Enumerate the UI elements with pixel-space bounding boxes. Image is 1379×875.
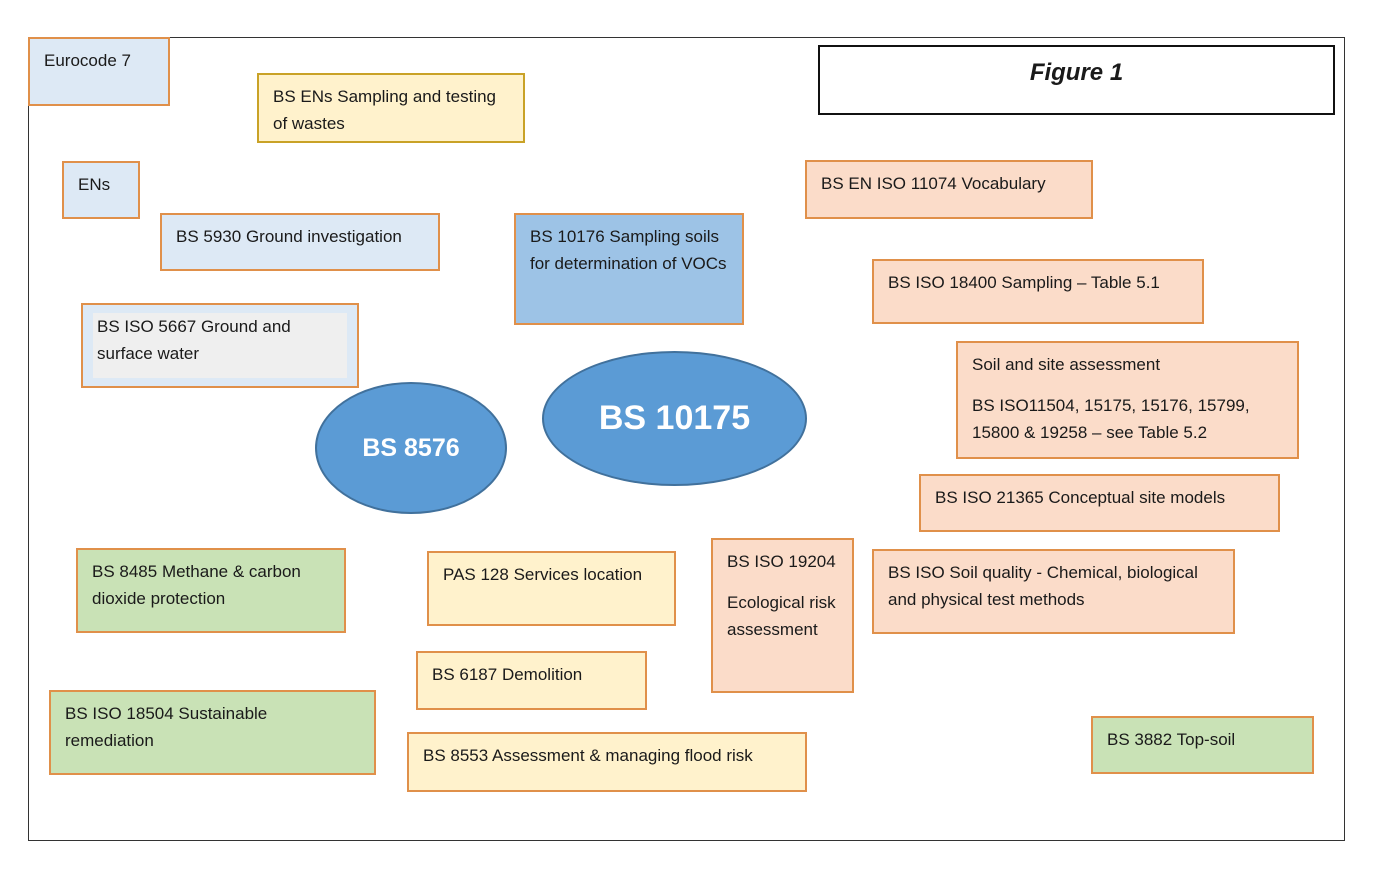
ellipse-bs-10175: BS 10175 (542, 351, 807, 486)
box-bs-ens-wastes: BS ENs Sampling and testing of wastes (257, 73, 525, 143)
box-bs-8485: BS 8485 Methane & carbon dioxide protect… (76, 548, 346, 633)
box-bs-iso-18400: BS ISO 18400 Sampling – Table 5.1 (872, 259, 1204, 324)
figure-label: Figure 1 (818, 45, 1335, 115)
box-bs-iso-5667: BS ISO 5667 Ground and surface water (81, 303, 359, 388)
bs-iso-19204-title: BS ISO 19204 (727, 552, 836, 571)
box-bs-iso-5667-text: BS ISO 5667 Ground and surface water (97, 317, 291, 363)
box-bs-6187: BS 6187 Demolition (416, 651, 647, 710)
bs-iso-19204-body: Ecological risk assessment (727, 593, 836, 639)
box-bs-en-iso-11074: BS EN ISO 11074 Vocabulary (805, 160, 1093, 219)
box-inner-panel (93, 313, 347, 378)
box-bs-10176: BS 10176 Sampling soils for determinatio… (514, 213, 744, 325)
box-bs-8553: BS 8553 Assessment & managing flood risk (407, 732, 807, 792)
box-eurocode-7: Eurocode 7 (28, 37, 170, 106)
ellipse-bs-8576: BS 8576 (315, 382, 507, 514)
box-bs-3882: BS 3882 Top-soil (1091, 716, 1314, 774)
box-bs-iso-soil-quality: BS ISO Soil quality - Chemical, biologic… (872, 549, 1235, 634)
box-bs-iso-18504: BS ISO 18504 Sustainable remediation (49, 690, 376, 775)
diagram-frame (28, 37, 1345, 841)
soil-site-title: Soil and site assessment (972, 355, 1161, 374)
box-bs-iso-19204: BS ISO 19204 Ecological risk assessment (711, 538, 854, 693)
soil-site-body: BS ISO11504, 15175, 15176, 15799, 15800 … (972, 396, 1250, 442)
box-pas-128: PAS 128 Services location (427, 551, 676, 626)
box-bs-5930: BS 5930 Ground investigation (160, 213, 440, 271)
box-soil-site-assessment: Soil and site assessment BS ISO11504, 15… (956, 341, 1299, 459)
box-bs-iso-21365: BS ISO 21365 Conceptual site models (919, 474, 1280, 532)
box-ens: ENs (62, 161, 140, 219)
